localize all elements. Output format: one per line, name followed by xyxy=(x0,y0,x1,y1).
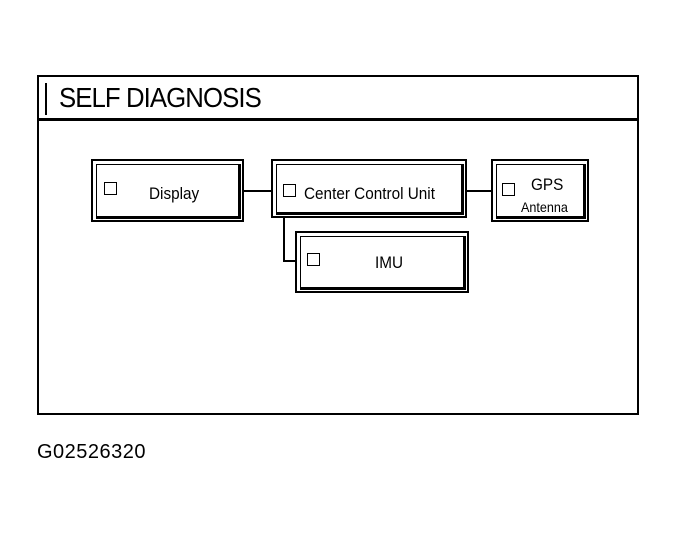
gps-antenna-status-checkbox[interactable] xyxy=(502,183,515,196)
imu-frame xyxy=(300,236,466,290)
imu-label: IMU xyxy=(375,253,404,272)
title-marker xyxy=(45,83,47,115)
center-control-unit-button[interactable]: Center Control Unit xyxy=(271,159,467,218)
imu-status-checkbox[interactable] xyxy=(307,253,320,266)
connector-ccu-gps xyxy=(467,190,491,192)
antenna-label: Antenna xyxy=(521,199,568,215)
display-status-checkbox[interactable] xyxy=(104,182,117,195)
center-control-unit-status-checkbox[interactable] xyxy=(283,184,296,197)
connector-display-ccu xyxy=(243,190,271,192)
imu-button[interactable]: IMU xyxy=(295,231,469,293)
gps-label: GPS xyxy=(531,175,564,194)
display-unit-button[interactable]: Display xyxy=(91,159,244,222)
display-unit-frame xyxy=(96,164,241,219)
figure-id: G02526320 xyxy=(37,441,147,463)
screen-title: SELF DIAGNOSIS xyxy=(59,82,262,113)
title-bar: SELF DIAGNOSIS xyxy=(39,77,637,121)
self-diagnosis-screen: SELF DIAGNOSIS Display Center Control Un… xyxy=(37,75,639,415)
gps-antenna-frame xyxy=(496,164,586,219)
center-control-unit-label: Center Control Unit xyxy=(304,184,435,203)
display-label: Display xyxy=(149,184,200,203)
center-control-unit-frame xyxy=(276,164,464,215)
connector-ccu-imu-horizontal xyxy=(283,260,297,262)
connector-ccu-imu-vertical xyxy=(283,218,285,262)
gps-antenna-button[interactable]: GPS Antenna xyxy=(491,159,589,222)
